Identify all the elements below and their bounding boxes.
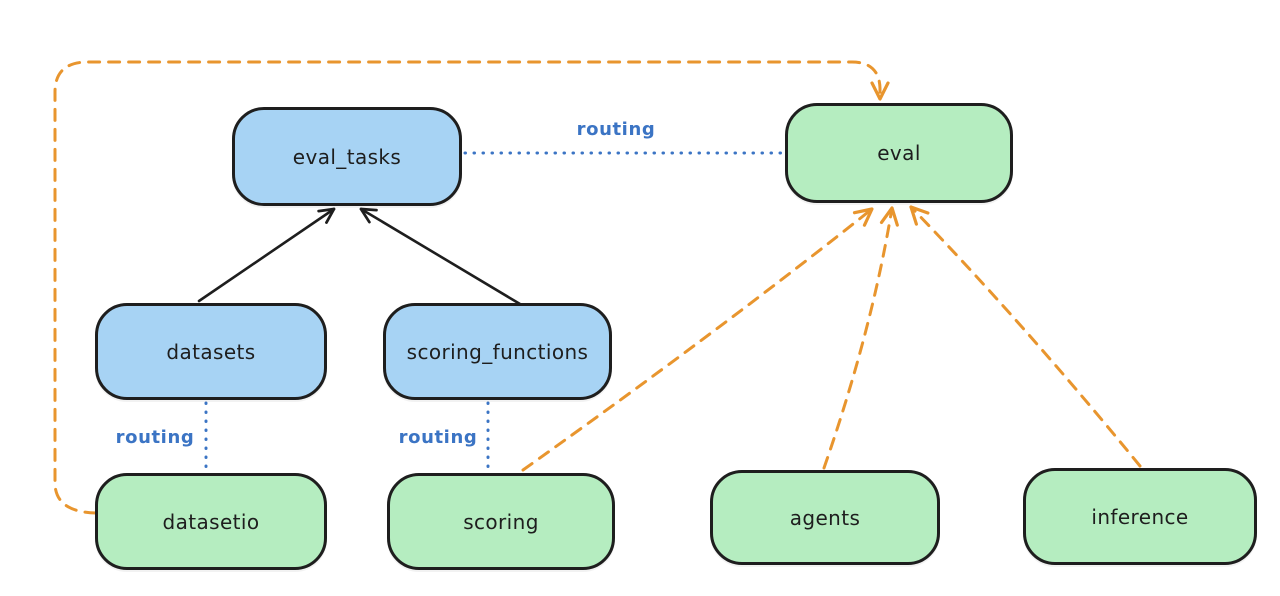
node-inference: inference — [1023, 468, 1257, 565]
node-eval-tasks: eval_tasks — [232, 107, 462, 206]
edge-inference-to-eval — [909, 205, 1142, 468]
edge-datasetio-to-eval — [53, 60, 890, 515]
edge-scoring-functions-to-eval-tasks — [359, 207, 522, 306]
node-datasetio: datasetio — [95, 473, 327, 570]
node-inference-label: inference — [1091, 504, 1189, 529]
node-agents-label: agents — [789, 505, 861, 530]
node-datasets: datasets — [95, 303, 327, 400]
edge-label-routing-mid: routing — [398, 427, 478, 448]
edge-label-routing-left: routing — [115, 427, 195, 448]
edge-agents-to-eval — [822, 206, 899, 470]
node-agents: agents — [710, 470, 940, 565]
edge-label-routing-top: routing — [576, 119, 656, 140]
node-eval-tasks-label: eval_tasks — [292, 144, 402, 169]
node-scoring-label: scoring — [463, 509, 539, 534]
node-scoring: scoring — [387, 473, 615, 570]
node-datasets-label: datasets — [166, 339, 256, 364]
node-scoring-functions-label: scoring_functions — [406, 339, 589, 364]
edge-datasets-to-eval-tasks — [197, 207, 336, 303]
node-scoring-functions: scoring_functions — [383, 303, 612, 400]
node-eval: eval — [785, 103, 1013, 203]
edge-scoring-to-eval — [521, 207, 874, 472]
node-datasetio-label: datasetio — [162, 509, 260, 534]
node-eval-label: eval — [877, 141, 921, 165]
